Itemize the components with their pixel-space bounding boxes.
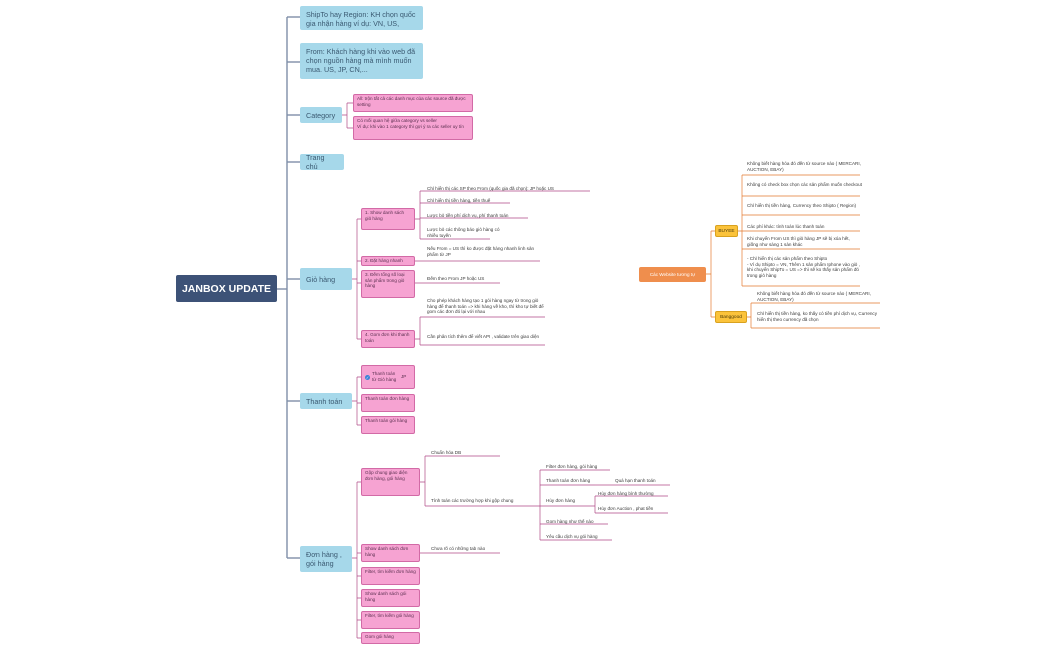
merge-case-item: Thanh toán đơn hàng [546, 478, 591, 483]
similar-websites-node[interactable]: Các Website tương tự [639, 267, 706, 282]
filter-packages-node[interactable]: Filter, tìm kiếm gói hàng [361, 611, 420, 629]
root-node[interactable]: JANBOX UPDATE [176, 275, 277, 302]
cart-item-text: Lược bỏ tiền phí dịch vụ, phí thanh toán [427, 213, 509, 218]
trang-chu-node[interactable]: Trang chủ [300, 154, 344, 170]
category-all-node[interactable]: All: trộn tất cả các danh mục của các so… [353, 94, 473, 112]
cancel-auction-text: Hủy đơn Auction , phat tiền [598, 506, 654, 511]
merge-cases-text: Tính toán các trường hợp khi gộp chung [431, 498, 514, 503]
cart-item-text: Chỉ hiển thị tiền hàng, tiền thuế [427, 198, 491, 203]
category-seller-node[interactable]: Có mối quan hệ giữa category vs seller V… [353, 116, 473, 140]
buyee-note: Không biết hàng hóa đó đến từ source nào… [747, 161, 861, 172]
pay-order-node[interactable]: Thanh toán đơn hàng [361, 394, 415, 412]
overdue-text: Quá hạn thanh toán [615, 478, 656, 483]
quick-order-text: Nếu From = US thì ko được đặt hàng nhanh… [427, 246, 535, 257]
banggood-note: Chỉ hiển thị tiền hàng, ko thấy có tiền … [757, 311, 878, 322]
banggood-note: Không biết hàng hóa đó đến từ source nào… [757, 291, 871, 302]
cart-item-text: Chỉ hiển thị các SP theo From (quốc gia … [427, 186, 554, 191]
show-cart-list-node[interactable]: 1. Show danh sách giỏ hàng [361, 208, 415, 230]
unknown-tabs-text: Chưa rõ có những tab nào [431, 546, 486, 551]
group-checkout-text: Cần phân tích thêm để viết API , validat… [427, 334, 540, 339]
checkout-from-cart-label: Thanh toán từ Giỏ hàng [372, 371, 397, 382]
count-products-text: Đếm theo From JP hoặc US [427, 276, 485, 281]
category-node[interactable]: Category [300, 107, 342, 123]
show-packages-node[interactable]: Show danh sách gói hàng [361, 589, 420, 607]
merge-ui-node[interactable]: Gộp chung giao diện đơn hàng, gói hàng [361, 468, 420, 496]
jp-badge: JP [401, 374, 407, 380]
pay-package-node[interactable]: Thanh toán gói hàng [361, 416, 415, 434]
filter-orders-node[interactable]: Filter, tìm kiếm đơn hàng [361, 567, 420, 585]
buyee-note: - Chỉ hiển thị các sản phẩm theo Shipto … [747, 256, 860, 278]
quick-order-node[interactable]: 2. Đặt hàng nhanh [361, 256, 415, 266]
cart-item-text: Lược bỏ các thông báo giỏ hàng có nhiều … [427, 227, 500, 238]
buyee-note: Không có check box chọn các sản phẩm muố… [747, 182, 862, 187]
thanh-toan-node[interactable]: Thanh toán [300, 393, 352, 409]
buyee-note: Chỉ hiển thị tiền hàng, Currency theo Sh… [747, 203, 857, 208]
merge-case-item: Hủy đơn hàng [546, 498, 576, 503]
banggood-node[interactable]: Banggood [715, 311, 747, 323]
merge-case-item: Filter đơn hàng, gói hàng [546, 464, 598, 469]
group-checkout-text: Cho phép khách hàng tạo 1 gói hàng ngay … [427, 298, 544, 315]
from-node[interactable]: From: Khách hàng khi vào web đã chọn ngu… [300, 43, 423, 79]
show-orders-node[interactable]: Show danh sách đơn hàng [361, 544, 420, 562]
group-packages-node[interactable]: Gom gói hàng [361, 632, 420, 644]
buyee-node[interactable]: BUYEE [715, 225, 738, 237]
group-checkout-node[interactable]: 4. Gom đơn khi thanh toán [361, 330, 415, 348]
checkout-from-cart-node[interactable]: ✓ Thanh toán từ Giỏ hàng JP [361, 365, 415, 389]
merge-case-item: Yêu cầu dịch vụ gói hàng [546, 534, 598, 539]
check-icon: ✓ [365, 374, 370, 380]
buyee-note: Các phí khác: tính toán lúc thanh toán [747, 224, 825, 229]
cancel-normal-text: Hủy đơn hàng bình thường [598, 491, 654, 496]
buyee-note: Khi chuyển From US thì giỏ hàng JP sẽ bị… [747, 236, 850, 247]
merge-case-item: Gom hàng như thế nào [546, 519, 594, 524]
gio-hang-node[interactable]: Giỏ hàng [300, 268, 352, 290]
don-hang-node[interactable]: Đơn hàng , gói hàng [300, 546, 352, 572]
normalize-db-text: Chuẩn hóa DB [431, 450, 462, 455]
shipto-node[interactable]: ShipTo hay Region: KH chọn quốc gia nhận… [300, 6, 423, 30]
count-products-node[interactable]: 3. Đếm tổng số loại sản phẩm trong giỏ h… [361, 270, 415, 298]
